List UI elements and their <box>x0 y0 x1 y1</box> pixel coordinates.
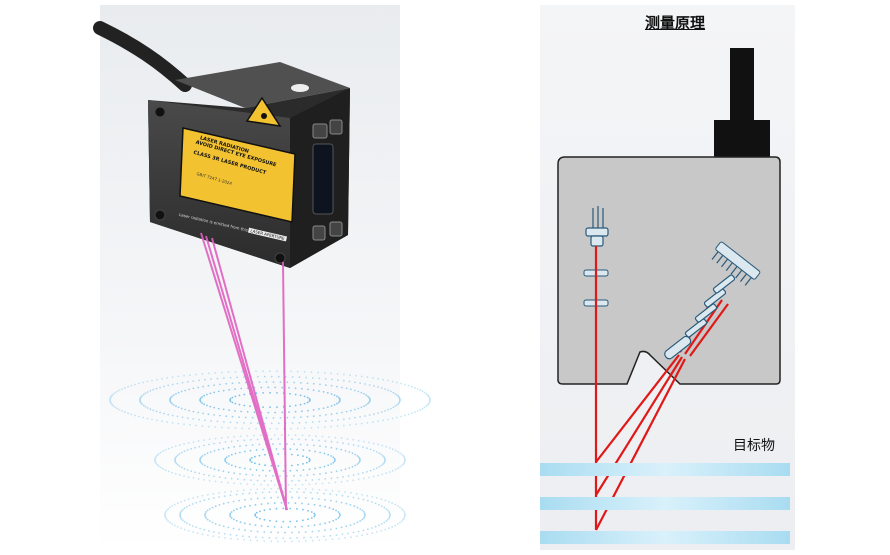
power-button <box>329 119 343 135</box>
diagram-title: 测量原理 <box>644 14 705 32</box>
laser-warning-label <box>179 96 296 223</box>
measurement-schematic-panel <box>540 5 795 550</box>
status-indicator <box>291 84 309 92</box>
mounting-bracket <box>714 48 770 158</box>
target-surface-mid <box>540 497 790 510</box>
left-button <box>312 225 326 241</box>
receiver-sensor-array <box>711 241 761 286</box>
laser-hazard-icon <box>245 96 282 127</box>
sensor-housing <box>557 156 781 385</box>
target-surface-far <box>540 531 790 544</box>
target-surface-near <box>540 463 790 476</box>
laser-beams <box>200 232 288 511</box>
receiver-lenses <box>664 274 736 360</box>
target-surfaces <box>540 463 790 544</box>
product-photo-panel <box>93 5 431 550</box>
target-object-label: 目标物 <box>733 438 775 454</box>
display-screen <box>312 143 334 215</box>
right-button <box>329 221 343 237</box>
dotted-ripple-rings <box>109 370 431 543</box>
mode-button <box>312 123 328 139</box>
sensor-cable <box>93 21 192 92</box>
